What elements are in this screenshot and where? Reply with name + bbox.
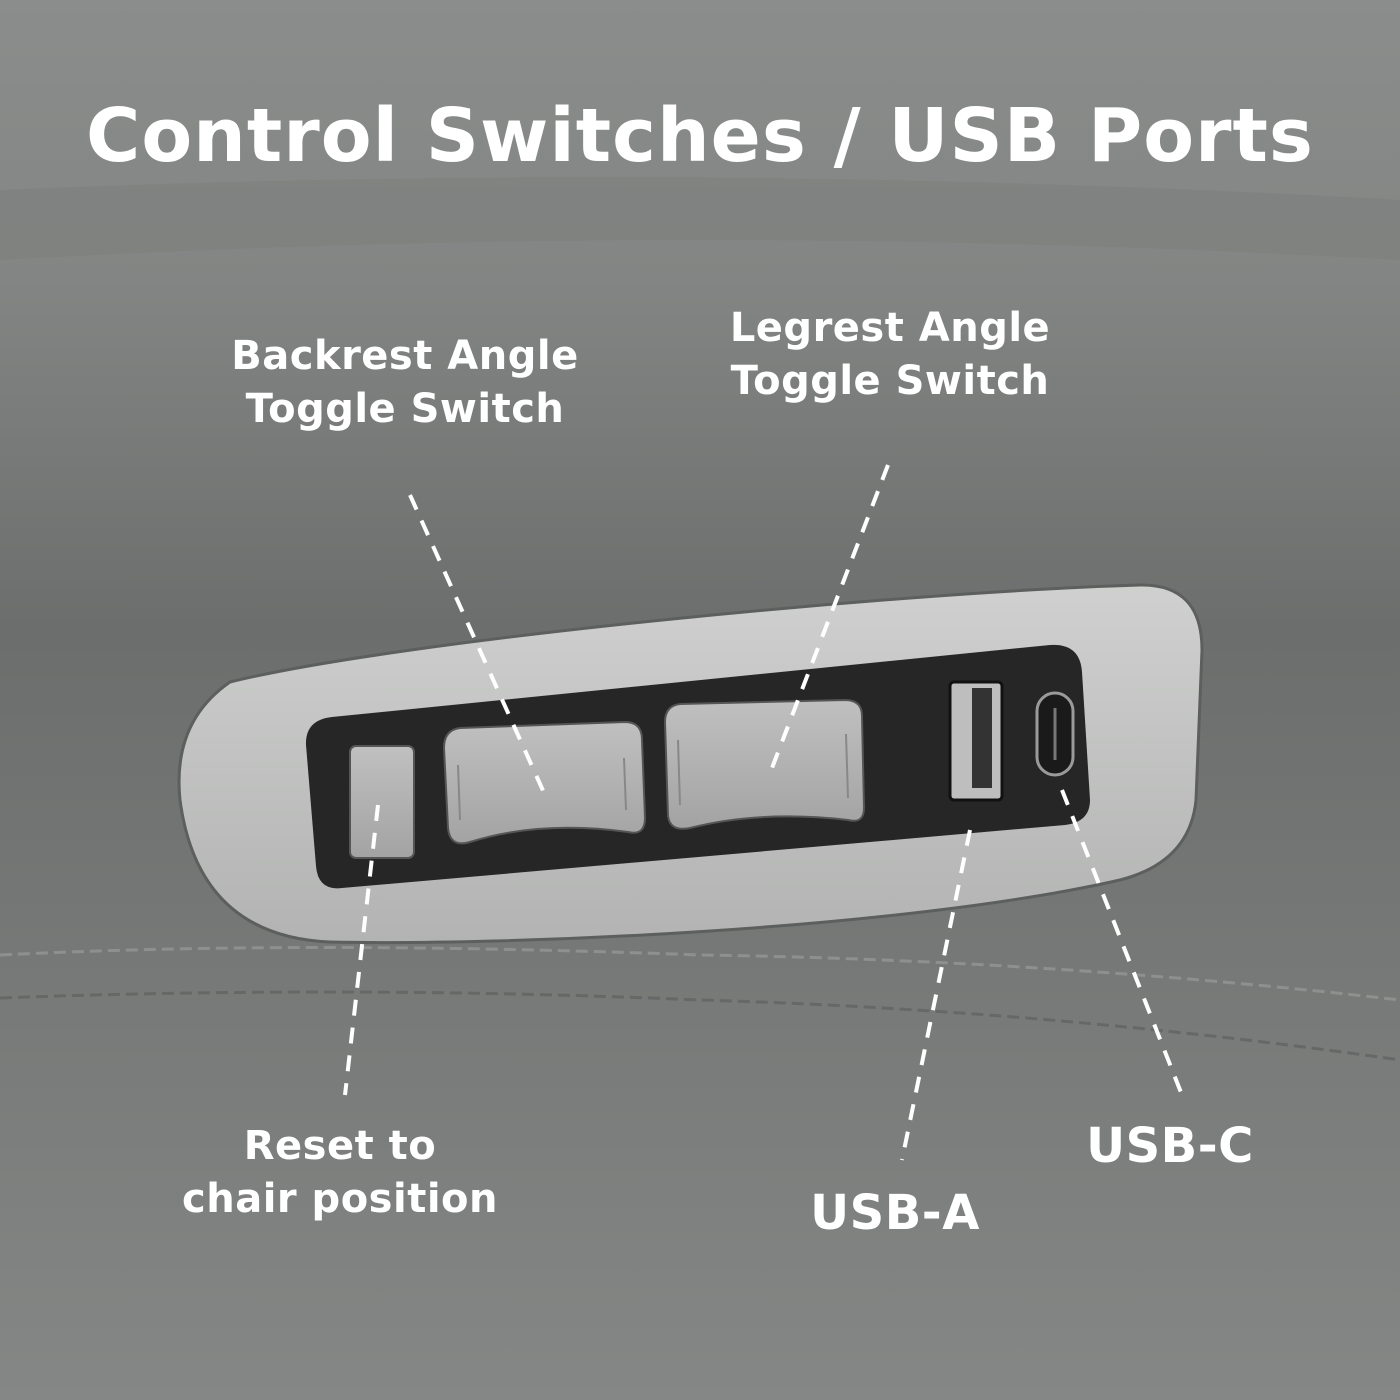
- cushion-shadow: [0, 177, 1400, 260]
- legrest-label-line1: Legrest Angle: [729, 305, 1051, 351]
- reset-leader-line: [343, 804, 380, 1096]
- legrest-label-line2: Toggle Switch: [730, 357, 1050, 404]
- backrest-label: Backrest Angle Toggle Switch: [190, 330, 620, 436]
- switch-ridge: [457, 764, 461, 821]
- reset-label: Reset to chair position: [140, 1120, 540, 1226]
- page-title: Control Switches / USB Ports: [86, 93, 1314, 179]
- backrest-toggle-switch[interactable]: [442, 720, 647, 845]
- seam-stitch: [0, 946, 1400, 1002]
- legrest-label: Legrest Angle Toggle Switch: [690, 302, 1090, 408]
- switch-ridge: [845, 733, 849, 799]
- usb-a-leader-line: [900, 829, 972, 1161]
- reset-label-line1: Reset to: [243, 1123, 437, 1169]
- usb-c-label: USB-C: [1086, 1118, 1254, 1174]
- backrest-label-line2: Toggle Switch: [245, 385, 565, 432]
- usb-a-slot: [972, 688, 992, 788]
- usb-a-label: USB-A: [810, 1185, 980, 1241]
- legrest-toggle-switch[interactable]: [663, 698, 866, 830]
- backrest-label-line1: Backrest Angle: [231, 333, 579, 379]
- reset-button[interactable]: [349, 745, 415, 859]
- seam-stitch: [0, 990, 1400, 1062]
- switch-ridge: [677, 739, 681, 806]
- reset-label-line2: chair position: [182, 1175, 498, 1222]
- switch-ridge: [623, 757, 627, 811]
